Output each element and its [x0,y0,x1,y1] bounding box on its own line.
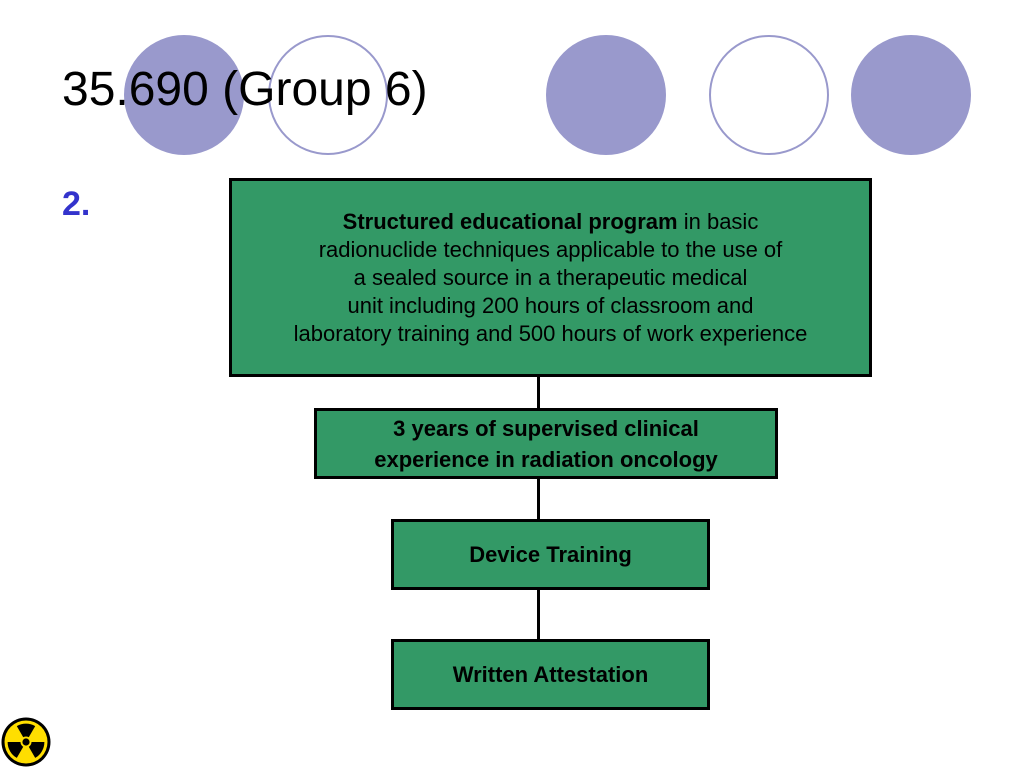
decorative-circle-filled-2 [546,35,666,155]
flow-box-written-attestation: Written Attestation [391,639,710,710]
connector-line-1 [537,376,540,410]
clinical-experience-line-1: 3 years of supervised clinical [393,415,699,441]
device-training-label: Device Training [469,541,632,567]
decorative-circle-filled-1 [124,35,244,155]
educational-program-line-2: radionuclide techniques applicable to th… [318,236,783,262]
clinical-experience-line-2: experience in radiation oncology [374,446,718,472]
slide-title: 35.690 (Group 6) [62,63,428,116]
decorative-circle-filled-3 [851,35,971,155]
flow-box-educational-program: Structured educational program in basic … [229,178,872,377]
connector-line-3 [537,589,540,640]
connector-line-2 [537,478,540,521]
educational-program-line-1-rest: in basic [677,208,759,234]
educational-program-bold: Structured educational program [342,208,678,234]
decorative-circle-hollow-1 [268,35,388,155]
educational-program-line-5: laboratory training and 500 hours of wor… [293,320,808,346]
flow-box-clinical-experience: 3 years of supervised clinical experienc… [314,408,778,479]
written-attestation-label: Written Attestation [452,661,649,687]
educational-program-text: Structured educational program in basic … [294,208,808,348]
flow-box-device-training: Device Training [391,519,710,590]
educational-program-line-3: a sealed source in a therapeutic medical [353,264,748,290]
bullet-number: 2. [62,185,91,223]
educational-program-line-1: Structured educational program in basic [294,208,808,236]
educational-program-line-4: unit including 200 hours of classroom an… [347,292,754,318]
clinical-experience-text: 3 years of supervised clinical experienc… [374,413,718,475]
radiation-icon [1,717,51,767]
decorative-circle-hollow-2 [709,35,829,155]
